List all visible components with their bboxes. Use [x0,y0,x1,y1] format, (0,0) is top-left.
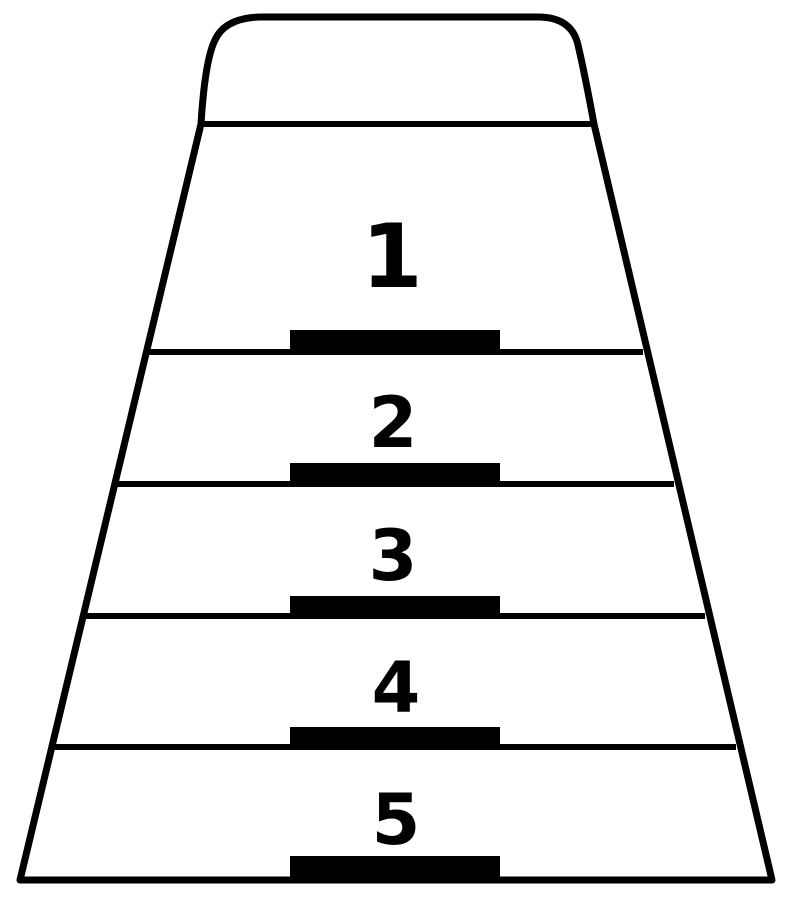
section-label-1: 1 [361,205,422,308]
section-label-5: 5 [372,779,421,861]
section-label-3: 3 [369,515,418,597]
section-label-4: 4 [372,647,421,729]
section-label-2: 2 [369,382,418,464]
box-outline [16,13,776,884]
handle-slot-5 [290,856,500,880]
handle-slot-3 [290,596,500,616]
handle-slot-2 [290,463,500,484]
handle-slot-1 [290,330,500,352]
handle-slot-4 [290,727,500,747]
